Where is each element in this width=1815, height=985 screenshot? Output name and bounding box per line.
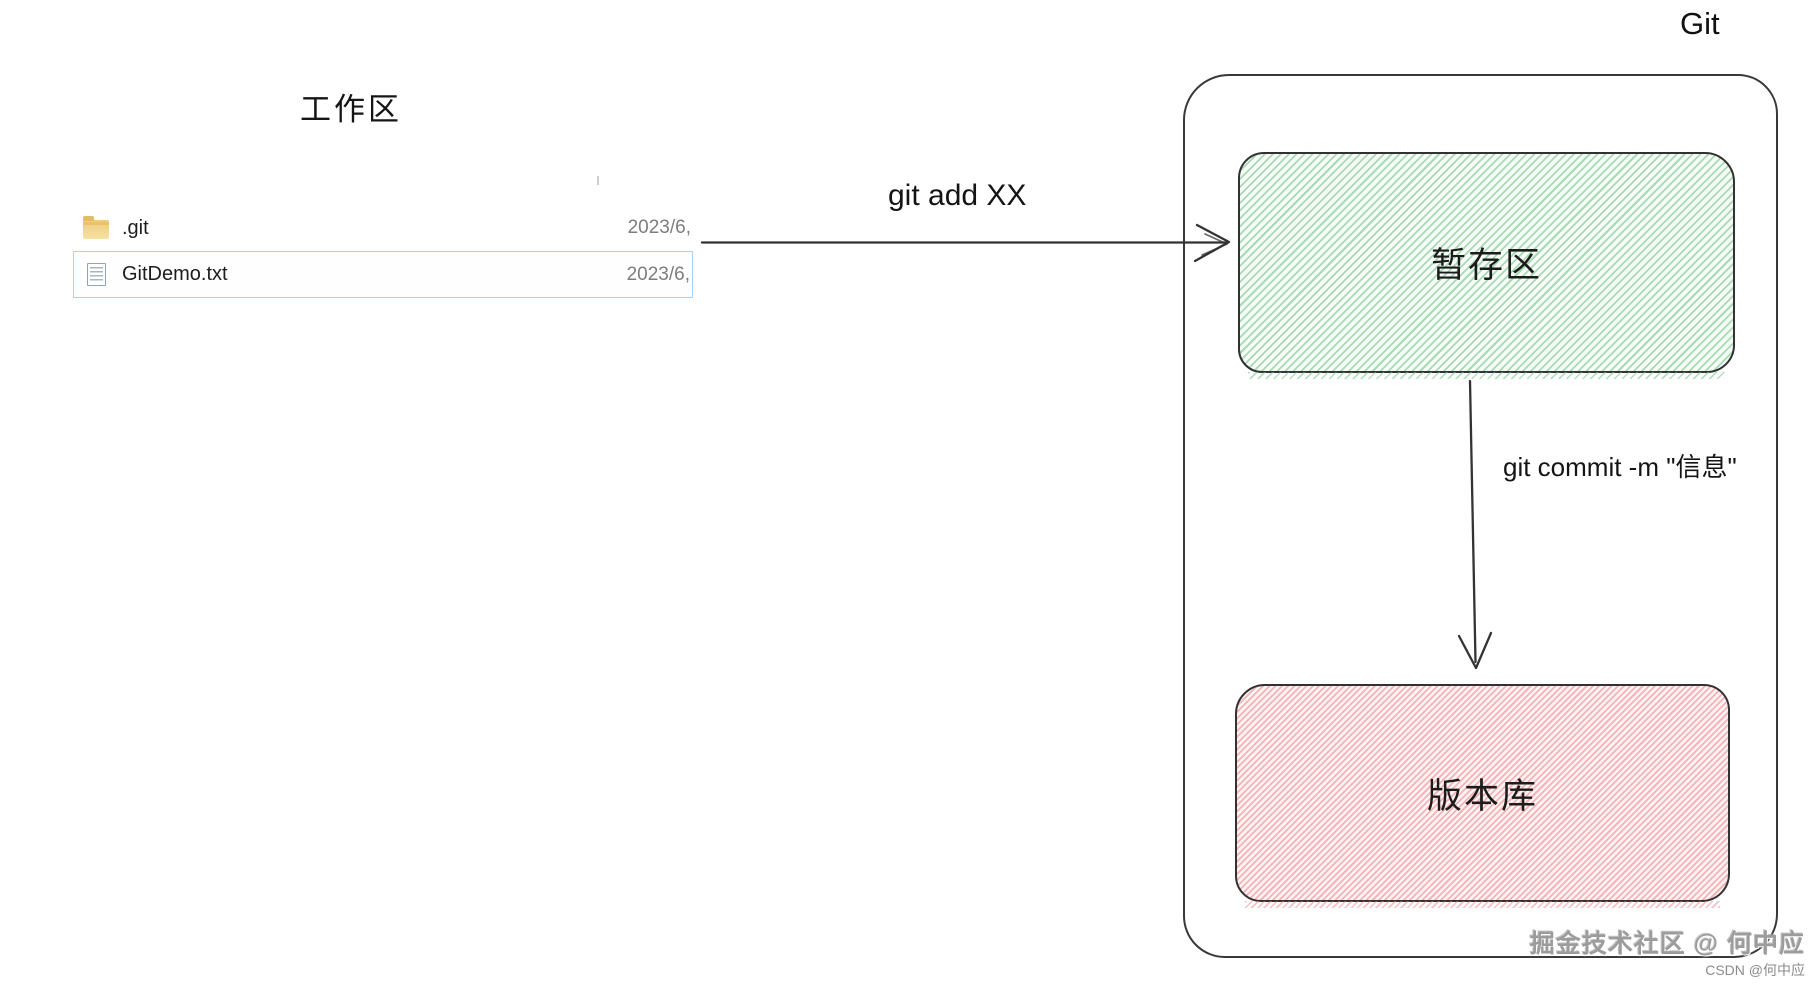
git-commit-label: git commit -m "信息" — [1503, 452, 1737, 482]
staging-area-label: 暂存区 — [1430, 246, 1542, 285]
file-name: .git — [122, 216, 149, 239]
file-row-gitdemo[interactable]: GitDemo.txt 2023/6, — [73, 251, 693, 298]
file-row-git[interactable]: .git 2023/6, — [73, 205, 693, 251]
file-date: 2023/6, — [627, 217, 691, 238]
repository-node: 版本库 — [1235, 684, 1730, 908]
csdn-watermark: CSDN @何中应 — [1705, 962, 1805, 978]
text-file-icon — [87, 263, 106, 286]
git-panel-title: Git — [1680, 6, 1720, 41]
repository-label: 版本库 — [1426, 776, 1538, 816]
file-date: 2023/6, — [626, 263, 690, 285]
staging-area-node: 暂存区 — [1238, 152, 1735, 379]
juejin-watermark: 掘金技术社区 @ 何中应 — [1529, 930, 1805, 958]
git-container — [1183, 74, 1778, 958]
column-divider-tick — [597, 176, 599, 185]
git-add-label: git add XX — [888, 179, 1027, 212]
file-name: GitDemo.txt — [122, 263, 228, 285]
workspace-title: 工作区 — [300, 92, 402, 127]
folder-icon — [83, 215, 109, 239]
